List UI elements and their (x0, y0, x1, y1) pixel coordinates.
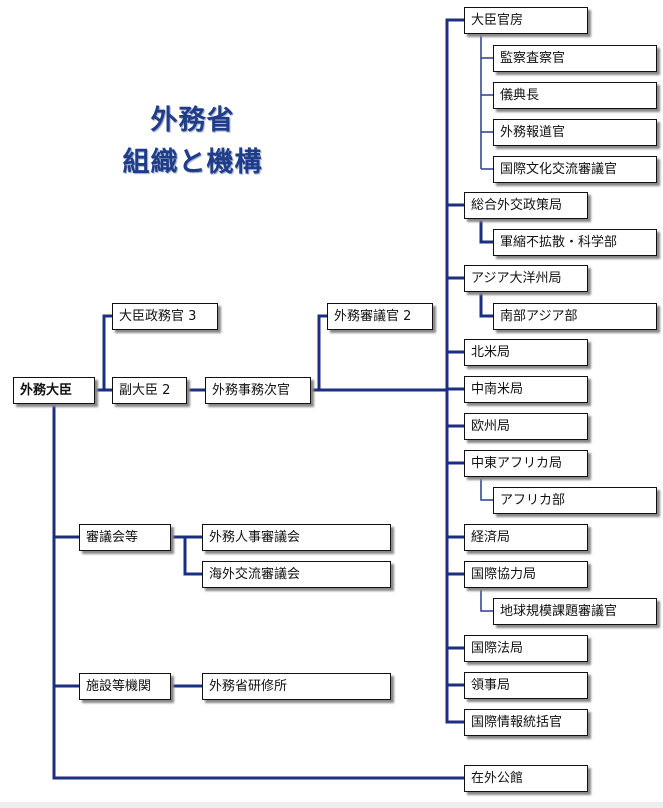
bureau-branches (445, 18, 467, 724)
vice-minister-box[interactable]: 外務事務次官 (205, 377, 311, 404)
sub-unit-box[interactable]: 軍縮不拡散・科学部 (493, 229, 657, 256)
bureau-box[interactable]: 中東アフリカ局 (464, 450, 588, 477)
title-line-1: 外務省 (150, 105, 235, 136)
bureau-box[interactable]: 国際協力局 (464, 561, 588, 588)
sub-unit-box[interactable]: 外務報道官 (493, 119, 657, 146)
facility-item[interactable]: 外務省研修所 (202, 673, 391, 700)
vice-to-bus-line (308, 314, 449, 392)
bureau-box[interactable]: 国際情報統括官 (464, 709, 588, 736)
bureau-box[interactable]: アジア大洋州局 (464, 265, 588, 292)
title-line-2: 組織と機構 (122, 147, 263, 178)
council-branches (168, 535, 204, 576)
bureau-box[interactable]: 総合外交政策局 (464, 192, 588, 219)
sub-unit-box[interactable]: 地球規模課題審議官 (493, 598, 657, 625)
sub-unit-box[interactable]: アフリカ部 (493, 487, 657, 514)
bottom-strip (0, 802, 663, 808)
minister-box[interactable]: 外務大臣 (13, 377, 95, 404)
coop-sub-line (480, 588, 494, 612)
bureau-box[interactable]: 欧州局 (464, 413, 588, 440)
state-ministers-box[interactable]: 副大臣 2 (112, 377, 187, 404)
overseas-missions-box[interactable]: 在外公館 (464, 765, 588, 792)
bureau-box[interactable]: 北米局 (464, 339, 588, 366)
secretariat-sub-lines (480, 34, 494, 170)
sub-unit-box[interactable]: 監察査察官 (493, 45, 657, 72)
bureau-box[interactable]: 国際法局 (464, 635, 588, 662)
facilities-box[interactable]: 施設等機関 (79, 673, 171, 700)
bureau-box[interactable]: 中南米局 (464, 376, 588, 403)
sub-unit-box[interactable]: 南部アジア部 (493, 303, 657, 330)
africa-sub-line (480, 477, 494, 501)
minister-trunk-line (52, 402, 467, 780)
councils-box[interactable]: 審議会等 (79, 524, 171, 551)
council-item[interactable]: 海外交流審議会 (202, 561, 391, 588)
sub-unit-box[interactable]: 儀典長 (493, 82, 657, 109)
bureau-box[interactable]: 大臣官房 (464, 7, 588, 34)
council-item[interactable]: 外務人事審議会 (202, 524, 391, 551)
policy-sub-line (479, 217, 496, 244)
bureau-box[interactable]: 領事局 (464, 672, 588, 699)
bureau-box[interactable]: 経済局 (464, 524, 588, 551)
deputy-ministers-box[interactable]: 外務審議官 2 (327, 303, 433, 330)
minister-to-state-line (92, 314, 114, 392)
parliamentary-vice-ministers-box[interactable]: 大臣政務官 3 (112, 303, 218, 330)
asia-sub-line (479, 290, 496, 318)
sub-unit-box[interactable]: 国際文化交流審議官 (493, 156, 657, 183)
